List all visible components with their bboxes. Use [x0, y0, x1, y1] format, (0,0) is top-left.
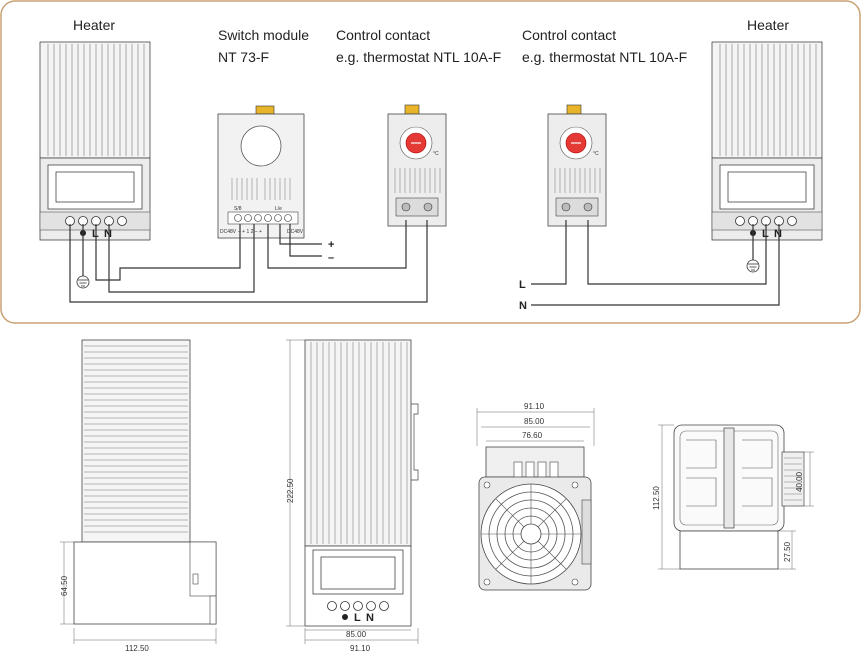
- module-label-left: DC48V: [220, 229, 237, 235]
- heater-right: L N: [711, 41, 823, 241]
- module-label-s: S/8: [234, 206, 242, 212]
- wires-right: L N: [519, 220, 780, 312]
- label-heater-right: Heater: [747, 17, 789, 33]
- dim-side-width: 112.50: [125, 644, 149, 653]
- module-terminals: – + 1 2 – +: [238, 229, 262, 235]
- label-control-contact-1: Control contact: [336, 27, 430, 43]
- right-heater-terminal-N: N: [774, 228, 782, 240]
- dim-top-91: 91.10: [524, 402, 545, 411]
- line-L-label: L: [519, 279, 526, 291]
- front-terminal-L: L: [354, 612, 361, 624]
- dim-front-width-91: 91.10: [350, 644, 371, 653]
- dim-back-27: 27.50: [783, 541, 792, 562]
- label-switch-model: NT 73-F: [218, 49, 269, 65]
- label-control-contact-1-example: e.g. thermostat NTL 10A-F: [336, 49, 501, 65]
- fan-view: 91.10 85.00 76.60: [476, 402, 595, 591]
- dim-back-40: 40.00: [795, 471, 804, 492]
- label-control-contact-2: Control contact: [522, 27, 616, 43]
- dim-top-85: 85.00: [524, 417, 545, 426]
- module-label-lo: L/e: [275, 206, 282, 212]
- label-heater-left: Heater: [73, 17, 115, 33]
- back-view: 112.50 40.00 27.50: [652, 424, 814, 570]
- heater-left: L N: [39, 41, 151, 241]
- dc-minus-label: –: [328, 252, 334, 264]
- ground-icon-left: [76, 275, 90, 289]
- switch-module: S/8 L/e DC48V – + 1 2 – + DC48V: [217, 105, 305, 239]
- dim-back-height: 112.50: [652, 486, 661, 510]
- front-terminal-N: N: [366, 612, 374, 624]
- dim-side-height-64: 64.50: [60, 575, 69, 596]
- line-N-label: N: [519, 300, 527, 312]
- ground-icon-right: [746, 259, 760, 273]
- thermostat-1: °C: [387, 104, 447, 227]
- dc-plus-label: +: [328, 239, 334, 251]
- dim-front-width-85: 85.00: [346, 630, 367, 639]
- dim-top-76: 76.60: [522, 431, 543, 440]
- label-switch-module: Switch module: [218, 27, 309, 43]
- front-view: L N 222.50 85.00 91.10: [286, 339, 419, 653]
- left-heater-terminal-N: N: [104, 228, 112, 240]
- thermostat-2-celsius: °C: [593, 151, 599, 157]
- wires-left: + –: [69, 220, 428, 303]
- thermostat-1-celsius: °C: [433, 151, 439, 157]
- dim-front-height: 222.50: [286, 478, 295, 503]
- wiring-frame: [0, 0, 861, 324]
- thermostat-2: °C: [547, 104, 607, 227]
- side-view: 64.50 112.50: [60, 339, 217, 653]
- label-control-contact-2-example: e.g. thermostat NTL 10A-F: [522, 49, 687, 65]
- module-label-right: DC48V: [287, 229, 304, 235]
